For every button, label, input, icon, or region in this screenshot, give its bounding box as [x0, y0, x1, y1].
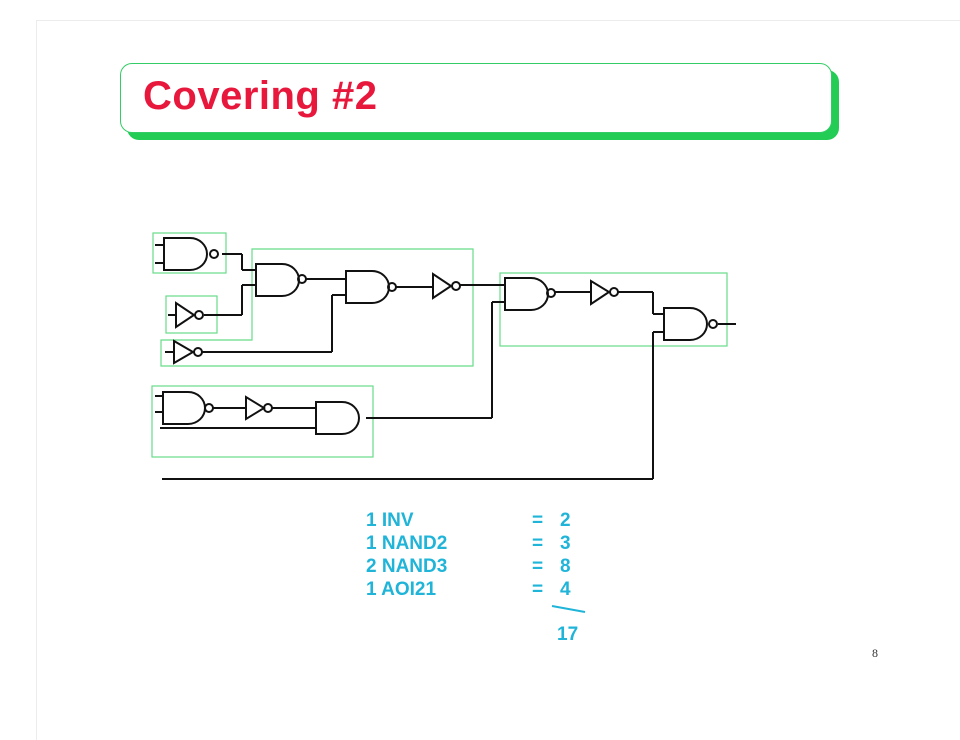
cost-item-label: 1 INV: [366, 510, 414, 531]
nand-gate-bottom-left: [162, 391, 214, 425]
cost-equals: =: [532, 556, 544, 577]
cost-row: 1 NAND2 = 3: [366, 533, 606, 556]
cover-box-middle-chain: [160, 248, 474, 367]
slide-title: Covering #2: [143, 74, 378, 118]
inverter-bottom: [245, 395, 273, 421]
circuit-diagram: [151, 232, 736, 613]
sum-underline: [551, 605, 586, 613]
cover-box-bottom-chain: [151, 385, 374, 458]
cost-value: 2: [560, 510, 571, 531]
cost-item-label: 2 NAND3: [366, 556, 448, 577]
cover-box-output-chain: [499, 272, 728, 347]
cost-row: 1 INV = 2: [366, 510, 606, 533]
cost-value: 8: [560, 556, 571, 577]
slide-frame: [36, 20, 960, 740]
covering-boxes: [151, 232, 728, 458]
cost-value: 3: [560, 533, 571, 554]
inverter-3: [432, 272, 461, 300]
page-number: 8: [872, 646, 878, 660]
nand-gate-c: [345, 270, 397, 304]
nand-gate-bottom-right: [315, 401, 360, 435]
cost-equals: =: [532, 533, 544, 554]
inverter-2: [173, 339, 203, 365]
cost-table: 1 INV = 2 1 NAND2 = 3 2 NAND3 = 8 1 AOI2…: [366, 510, 606, 602]
nand-gate-b: [255, 263, 307, 297]
cost-item-label: 1 NAND2: [366, 533, 448, 554]
cost-row: 2 NAND3 = 8: [366, 556, 606, 579]
cost-value: 4: [560, 579, 571, 600]
cost-item-label: 1 AOI21: [366, 579, 437, 600]
nand-gate-a: [163, 237, 219, 271]
cost-equals: =: [532, 510, 544, 531]
gates: [162, 237, 718, 435]
title-box: Covering #2: [120, 63, 832, 133]
cost-total: 17: [557, 624, 579, 645]
inverter-4: [590, 279, 619, 306]
nand-gate-d: [504, 277, 556, 311]
cost-row: 1 AOI21 = 4: [366, 579, 606, 602]
cost-equals: =: [532, 579, 544, 600]
inverter-1: [175, 301, 204, 329]
wires: [155, 244, 736, 480]
nand-gate-output: [663, 307, 718, 341]
